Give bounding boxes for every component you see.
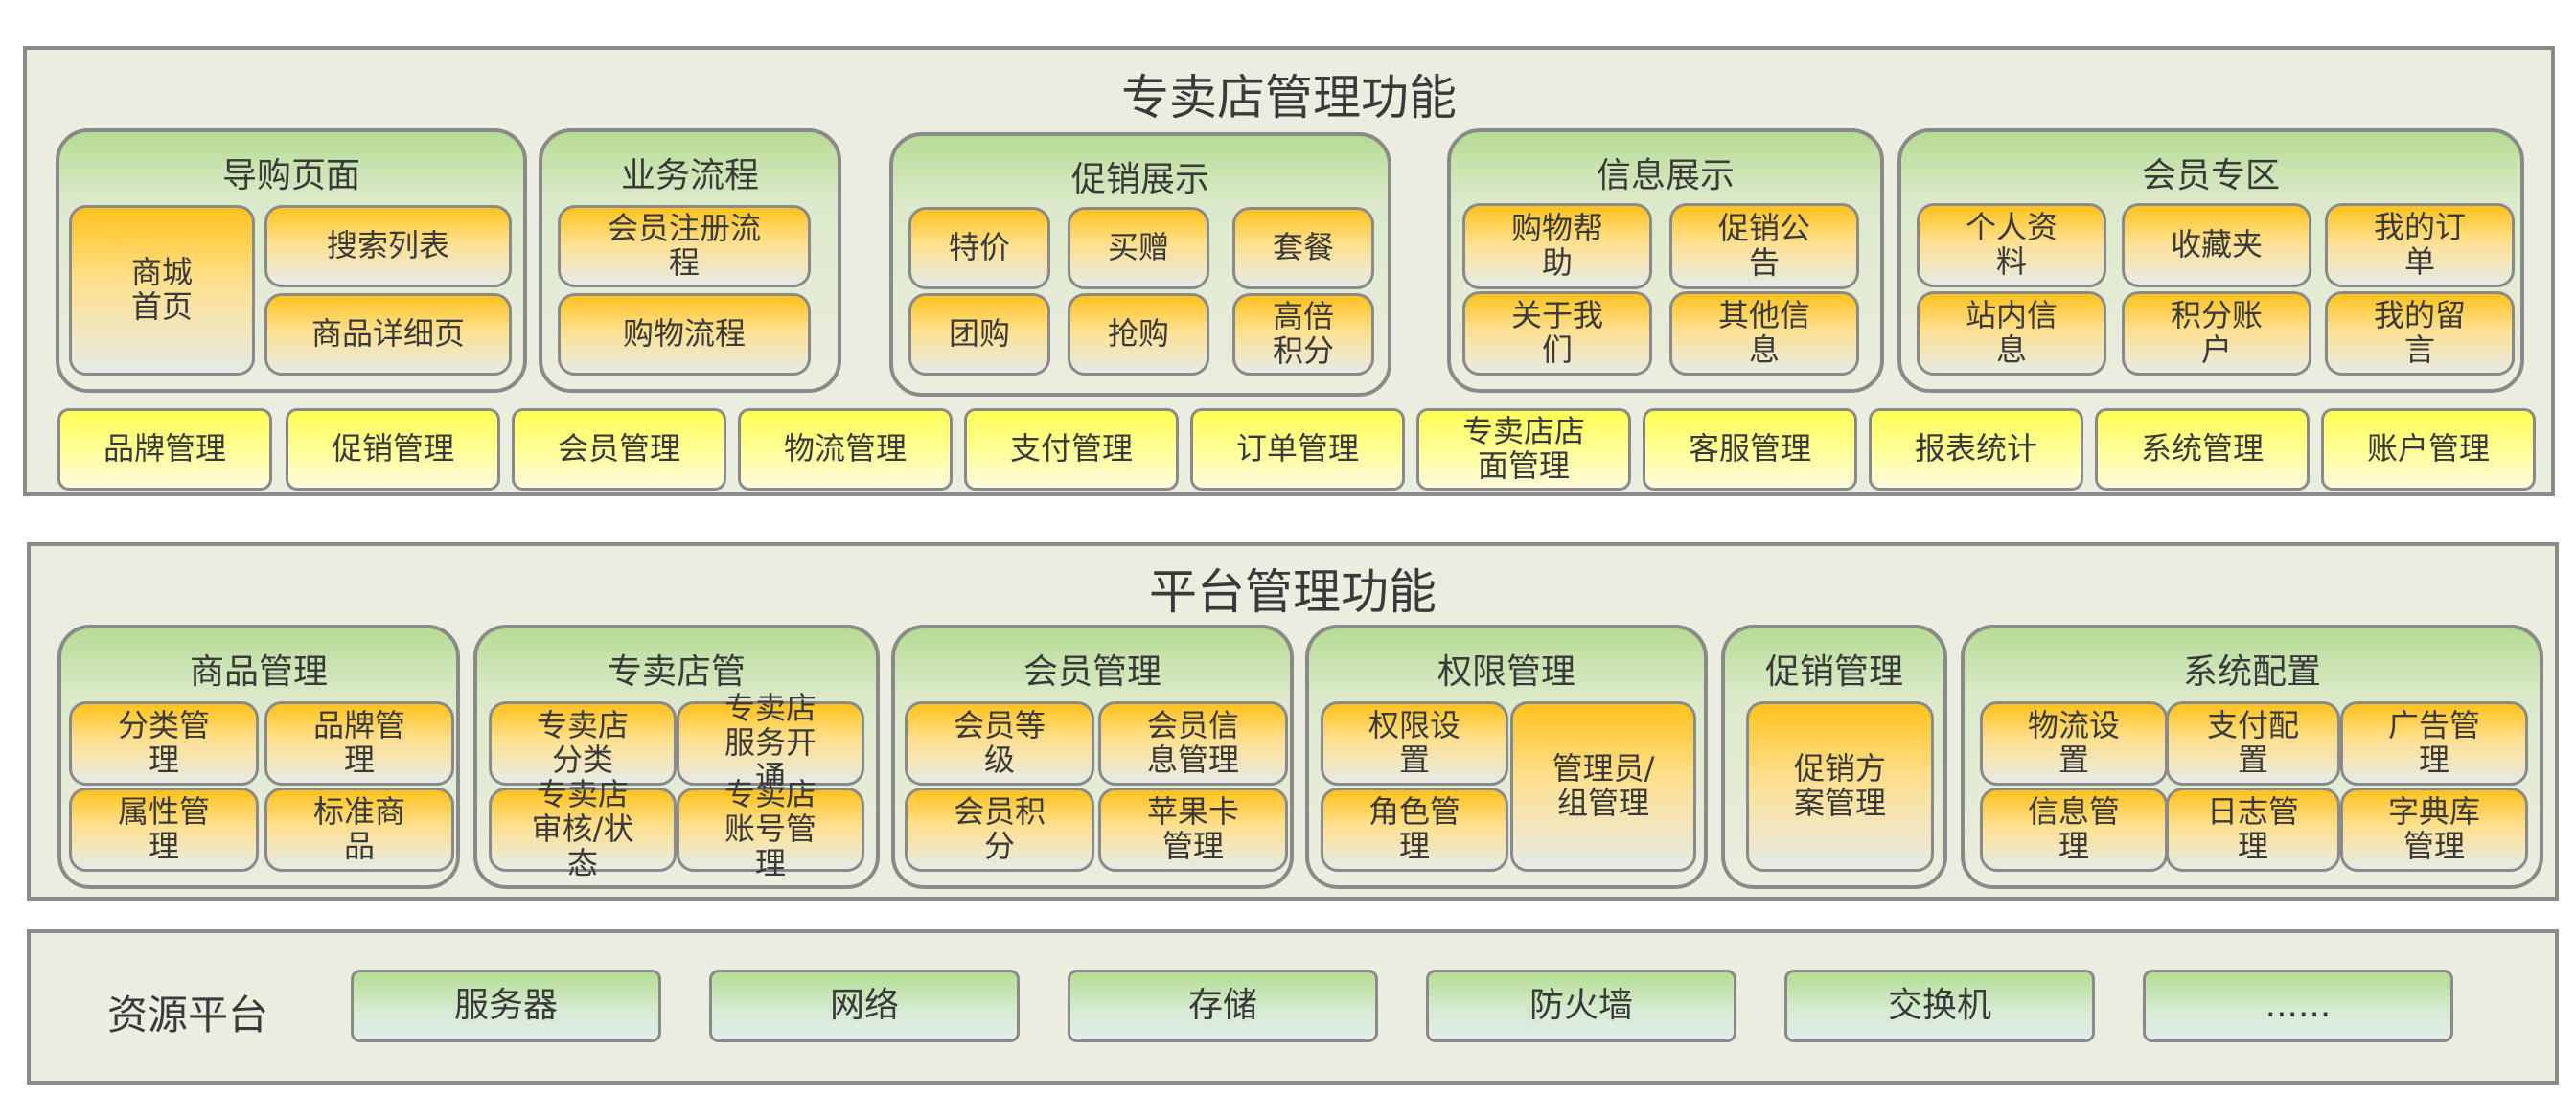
- box-logistics-settings: 物流设 置: [1980, 701, 2168, 786]
- group-title: 促销展示: [1070, 160, 1209, 199]
- box-buy-gift: 买赠: [1068, 207, 1209, 289]
- module-brand-mgmt: 品牌管理: [58, 408, 272, 491]
- group-title: 会员专区: [2141, 156, 2280, 195]
- box-admin-group-mgmt: 管理员/ 组管理: [1510, 701, 1696, 872]
- box-ad-mgmt: 广告管 理: [2340, 701, 2528, 786]
- box-standard-product: 标准商 品: [264, 788, 454, 872]
- box-personal-info: 个人资 料: [1917, 203, 2106, 287]
- module-member-mgmt: 会员管理: [512, 408, 726, 491]
- box-shopping-help: 购物帮 助: [1462, 203, 1652, 289]
- module-payment-mgmt: 支付管理: [964, 408, 1179, 491]
- box-points-account: 积分账 户: [2122, 291, 2312, 376]
- platform-management-layer: 平台管理功能 商品管理 分类管 理 品牌管 理 属性管 理 标准商 品 专卖店管…: [27, 542, 2559, 901]
- module-logistics-mgmt: 物流管理: [738, 408, 953, 491]
- box-group-buy: 团购: [908, 293, 1050, 376]
- module-storefront-mgmt: 专卖店店 面管理: [1416, 408, 1631, 491]
- box-search-list: 搜索列表: [264, 205, 512, 287]
- group-title: 信息展示: [1596, 156, 1735, 195]
- box-high-points: 高倍 积分: [1232, 293, 1374, 376]
- box-site-messages: 站内信 息: [1917, 291, 2106, 376]
- store-management-layer: 专卖店管理功能 导购页面 商城 首页 搜索列表 商品详细页 业务流程 会员注册流…: [23, 46, 2555, 496]
- box-promo-notice: 促销公 告: [1669, 203, 1859, 289]
- group-member-mgmt: 会员管理 会员等 级 会员信 息管理 会员积 分 苹果卡 管理: [891, 625, 1294, 889]
- box-attribute-mgmt: 属性管 理: [69, 788, 259, 872]
- resource-platform-layer: 资源平台 服务器 网络 存储 防火墙 交换机 ......: [27, 929, 2559, 1085]
- group-title: 会员管理: [1023, 652, 1162, 692]
- module-report-stats: 报表统计: [1869, 408, 2083, 491]
- module-customer-service-mgmt: 客服管理: [1643, 408, 1857, 491]
- group-product-mgmt: 商品管理 分类管 理 品牌管 理 属性管 理 标准商 品: [58, 625, 460, 889]
- box-product-detail: 商品详细页: [264, 293, 512, 376]
- box-flash-sale: 抢购: [1068, 293, 1209, 376]
- group-title: 促销管理: [1764, 652, 1903, 692]
- box-my-messages: 我的留 言: [2325, 291, 2515, 376]
- box-member-level: 会员等 级: [905, 701, 1094, 786]
- box-favorites: 收藏夹: [2122, 203, 2312, 287]
- group-permission-mgmt: 权限管理 权限设 置 管理员/ 组管理 角色管 理: [1305, 625, 1708, 889]
- box-apple-card-mgmt: 苹果卡 管理: [1098, 788, 1288, 872]
- group-promotion-mgmt: 促销管理 促销方 案管理: [1721, 625, 1947, 889]
- resource-more: ......: [2143, 970, 2453, 1042]
- box-log-mgmt: 日志管 理: [2166, 788, 2340, 872]
- group-system-config: 系统配置 物流设 置 支付配 置 广告管 理 信息管 理 日志管 理 字典库 管…: [1961, 625, 2543, 889]
- box-purchase-flow: 购物流程: [558, 293, 811, 376]
- group-title: 权限管理: [1437, 652, 1576, 692]
- box-store-account-mgmt: 专卖店 账号管 理: [677, 777, 864, 880]
- module-promo-mgmt: 促销管理: [286, 408, 500, 491]
- box-permission-settings: 权限设 置: [1321, 701, 1508, 786]
- group-store-mgmt: 专卖店管 专卖店 分类 专卖店 服务开 通 专卖店 审核/状 态 专卖店 账号管…: [473, 625, 880, 889]
- group-shopping-guide: 导购页面 商城 首页 搜索列表 商品详细页: [56, 128, 527, 393]
- group-promotion-display: 促销展示 特价 买赠 套餐 团购 抢购 高倍 积分: [889, 132, 1392, 397]
- box-promo-plan-mgmt: 促销方 案管理: [1746, 701, 1934, 872]
- box-payment-config: 支付配 置: [2166, 701, 2340, 786]
- group-business-flow: 业务流程 会员注册流 程 购物流程: [539, 128, 841, 393]
- resource-network: 网络: [709, 970, 1020, 1042]
- resource-firewall: 防火墙: [1426, 970, 1736, 1042]
- group-info-display: 信息展示 购物帮 助 促销公 告 关于我 们 其他信 息: [1447, 128, 1884, 393]
- group-title: 系统配置: [2182, 652, 2321, 692]
- platform-layer-title: 平台管理功能: [1149, 564, 1437, 620]
- resource-storage: 存储: [1068, 970, 1378, 1042]
- box-member-info-mgmt: 会员信 息管理: [1098, 701, 1288, 786]
- group-title: 专卖店管: [607, 652, 746, 692]
- box-store-review-status: 专卖店 审核/状 态: [489, 777, 677, 880]
- box-member-points: 会员积 分: [905, 788, 1094, 872]
- box-dictionary-mgmt: 字典库 管理: [2340, 788, 2528, 872]
- module-system-mgmt: 系统管理: [2095, 408, 2310, 491]
- box-mall-home: 商城 首页: [69, 205, 255, 376]
- module-account-mgmt: 账户管理: [2321, 408, 2536, 491]
- box-info-mgmt: 信息管 理: [1980, 788, 2168, 872]
- store-layer-title: 专卖店管理功能: [1121, 70, 1457, 126]
- resource-switch: 交换机: [1784, 970, 2095, 1042]
- box-member-register-flow: 会员注册流 程: [558, 205, 811, 287]
- resource-server: 服务器: [351, 970, 661, 1042]
- group-title: 商品管理: [189, 652, 328, 692]
- box-role-mgmt: 角色管 理: [1321, 788, 1508, 872]
- box-category-mgmt: 分类管 理: [69, 701, 259, 786]
- box-store-category: 专卖店 分类: [489, 701, 677, 786]
- box-about-us: 关于我 们: [1462, 291, 1652, 376]
- group-title: 导购页面: [221, 156, 360, 195]
- box-package: 套餐: [1232, 207, 1374, 289]
- box-brand-mgmt: 品牌管 理: [264, 701, 454, 786]
- box-store-service-activation: 专卖店 服务开 通: [677, 691, 864, 794]
- box-other-info: 其他信 息: [1669, 291, 1859, 376]
- group-title: 业务流程: [620, 156, 759, 195]
- group-member-zone: 会员专区 个人资 料 收藏夹 我的订 单 站内信 息 积分账 户 我的留 言: [1898, 128, 2524, 393]
- box-special-price: 特价: [908, 207, 1050, 289]
- box-my-orders: 我的订 单: [2325, 203, 2515, 287]
- module-order-mgmt: 订单管理: [1190, 408, 1405, 491]
- resource-layer-label: 资源平台: [107, 992, 269, 1039]
